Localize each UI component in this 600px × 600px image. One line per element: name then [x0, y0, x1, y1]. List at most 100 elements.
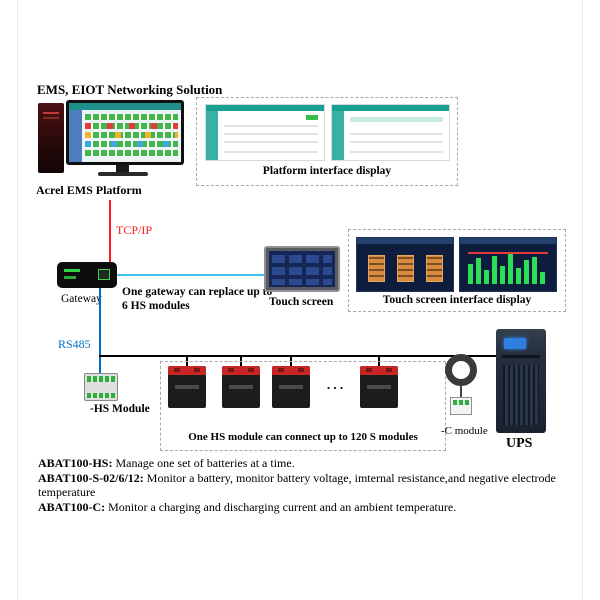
hs-module-icon: [84, 373, 118, 401]
footnote-term: ABAT100-HS:: [38, 456, 113, 470]
gateway-note: One gateway can replace up to 6 HS modul…: [122, 286, 273, 313]
footnote-desc: Monitor a charging and discharging curre…: [105, 499, 457, 514]
footnote-line: ABAT100-S-02/6/12: Monitor a battery, mo…: [38, 471, 576, 500]
bus-line: [99, 355, 497, 357]
gateway-touchscreen-line: [117, 274, 264, 276]
diagram-title: EMS, EIOT Networking Solution: [37, 82, 223, 97]
tower-drive-slot: [43, 117, 59, 119]
screen-cell-row: [85, 141, 178, 147]
monitor-icon: [66, 100, 184, 165]
c-module-terminals: [453, 400, 469, 405]
chart-bar: [524, 260, 529, 284]
screenshot-sidebar: [332, 111, 344, 160]
battery-terminal: [278, 368, 284, 372]
ups-panel-band: [502, 355, 540, 358]
tcpip-line: [109, 200, 111, 262]
rs485-label: RS485: [58, 337, 91, 351]
battery-module-icon: [272, 366, 310, 408]
chart-bar: [516, 268, 521, 284]
screenshot-green-button: [306, 115, 318, 120]
screenshot-table-header: [350, 117, 443, 122]
touchscreen-widget-row: [272, 267, 332, 275]
screenshot-header-bar: [206, 105, 324, 111]
computer-tower-icon: [38, 103, 64, 173]
hs-module-terminals: [87, 393, 115, 398]
battery-label-stripe: [175, 385, 199, 389]
ct-wire: [460, 386, 462, 397]
battery-terminal: [298, 368, 304, 372]
battery-top-band: [272, 366, 310, 375]
ups-screen: [504, 338, 526, 349]
ct-sensor-icon: [445, 354, 477, 386]
c-module-label: -C module: [441, 425, 488, 437]
s-modules-box: [160, 361, 446, 451]
battery-terminal: [228, 368, 234, 372]
footnote-term: ABAT100-S-02/6/12:: [38, 470, 144, 485]
battery-module-icon: [360, 366, 398, 408]
tcpip-label: TCP/IP: [116, 223, 153, 237]
screenshot-header-bar: [357, 238, 453, 244]
battery-terminal: [174, 368, 180, 372]
ellipsis: . . .: [326, 377, 344, 392]
image-right-edge: [582, 0, 583, 600]
rs485-line: [99, 288, 101, 373]
footnotes: ABAT100-HS: Manage one set of batteries …: [38, 456, 576, 514]
gateway-led: [64, 269, 80, 272]
battery-rack-graphic: [426, 255, 443, 282]
chart-bar: [532, 257, 537, 284]
screen-cell-row: [85, 150, 178, 156]
battery-label-stripe: [229, 385, 253, 389]
footnote-line: ABAT100-C: Monitor a charging and discha…: [38, 500, 576, 515]
touchscreen-display-box: [348, 229, 566, 312]
chart-threshold-line: [468, 252, 548, 254]
chart-bar: [476, 258, 481, 284]
screenshot-row: [224, 141, 318, 143]
touchscreen-widget-row: [272, 255, 332, 263]
screenshot-row: [224, 133, 318, 135]
chart-bar: [492, 256, 497, 284]
monitor-base: [98, 172, 148, 176]
screenshot-row: [350, 133, 443, 135]
chart-bar: [484, 270, 489, 284]
platform-screenshot-2: [331, 104, 450, 161]
screenshot-header-bar: [460, 238, 556, 244]
image-left-edge: [17, 0, 18, 600]
touchscreen-screen: [269, 251, 335, 287]
touchscreen-icon: [264, 246, 340, 292]
battery-top-band: [168, 366, 206, 375]
monitor-screen: [69, 103, 181, 162]
platform-display-caption: Platform interface display: [262, 165, 392, 177]
ups-label: UPS: [506, 436, 533, 451]
footnote-desc: Monitor a battery, monitor battery volta…: [38, 470, 556, 500]
screen-cell-row: [85, 123, 178, 129]
hs-module-terminals: [87, 376, 115, 382]
gateway-led: [64, 276, 76, 279]
battery-label-stripe: [367, 385, 391, 389]
battery-terminal: [366, 368, 372, 372]
touchscreen-screenshot-racks: [356, 237, 454, 292]
platform-screenshot-1: [205, 104, 325, 161]
battery-rack-graphic: [368, 255, 385, 282]
touchscreen-widget-row: [272, 279, 332, 285]
chart-bar: [508, 254, 513, 284]
gateway-label: Gateway: [61, 293, 102, 305]
screenshot-header-bar: [332, 105, 449, 111]
ups-icon: [496, 329, 546, 433]
battery-rack-graphic: [397, 255, 414, 282]
screen-cell-row: [85, 114, 178, 120]
screen-cell-row: [85, 132, 178, 138]
touchscreen-screenshot-chart: [459, 237, 557, 292]
battery-top-band: [360, 366, 398, 375]
gateway-icon: [57, 262, 117, 288]
s-modules-note: One HS module can connect up to 120 S mo…: [188, 431, 418, 443]
c-module-box-icon: [450, 397, 472, 415]
platform-display-box: [196, 97, 458, 186]
footnote-term: ABAT100-C:: [38, 499, 106, 514]
battery-terminal: [194, 368, 200, 372]
screenshot-row: [350, 151, 443, 153]
screenshot-row: [224, 151, 318, 153]
chart-bar: [540, 272, 545, 284]
battery-terminal: [386, 368, 392, 372]
battery-top-band: [222, 366, 260, 375]
